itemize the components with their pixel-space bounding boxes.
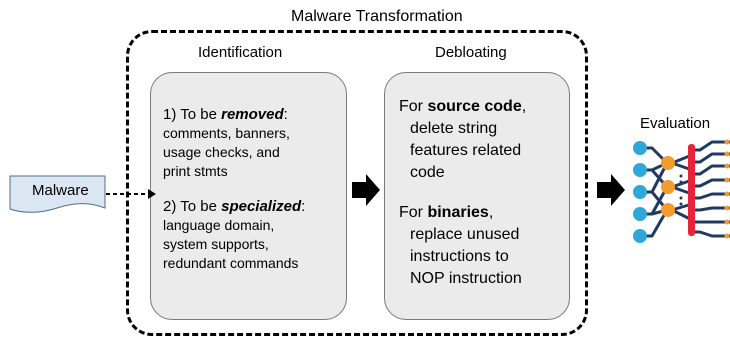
- identification-box: 1) To be removed: comments, banners, usa…: [150, 72, 347, 320]
- removed-keyword: removed: [221, 106, 284, 123]
- transformation-frame: [126, 30, 588, 336]
- diagram-title: Malware Transformation: [291, 8, 463, 25]
- malware-connector-arrowhead: [148, 189, 156, 199]
- identification-to-debloating-arrow: [352, 174, 380, 206]
- binaries-line: NOP instruction: [410, 270, 522, 287]
- specialized-line: system supports,: [163, 236, 269, 252]
- network-icon: [633, 139, 730, 243]
- debloating-heading: Debloating: [435, 44, 507, 61]
- specialized-line: redundant commands: [163, 255, 299, 271]
- specialized-title: 2) To be specialized:: [163, 198, 306, 215]
- binaries-title: For binaries,: [399, 204, 494, 221]
- identification-heading: Identification: [198, 44, 283, 61]
- binaries-keyword: binaries: [427, 204, 489, 221]
- source-keyword: source code: [427, 98, 522, 115]
- malware-document-shape: [9, 175, 106, 213]
- debloating-box: For source code, delete string features …: [384, 72, 570, 320]
- source-line: features related: [410, 142, 522, 159]
- removed-line: comments, banners,: [163, 125, 290, 141]
- removed-title: 1) To be removed:: [163, 106, 288, 123]
- source-line: code: [410, 164, 445, 181]
- binaries-line: instructions to: [410, 248, 509, 265]
- removed-line: print stmts: [163, 163, 228, 179]
- specialized-line: language domain,: [163, 217, 275, 233]
- malware-label: Malware: [32, 182, 89, 199]
- source-line: delete string: [410, 120, 498, 137]
- binaries-line: replace unused: [410, 226, 520, 243]
- debloating-to-evaluation-arrow: [597, 174, 625, 206]
- specialized-keyword: specialized: [221, 198, 302, 215]
- removed-line: usage checks, and: [163, 144, 280, 160]
- source-title: For source code,: [399, 98, 527, 115]
- evaluation-label: Evaluation: [640, 115, 711, 132]
